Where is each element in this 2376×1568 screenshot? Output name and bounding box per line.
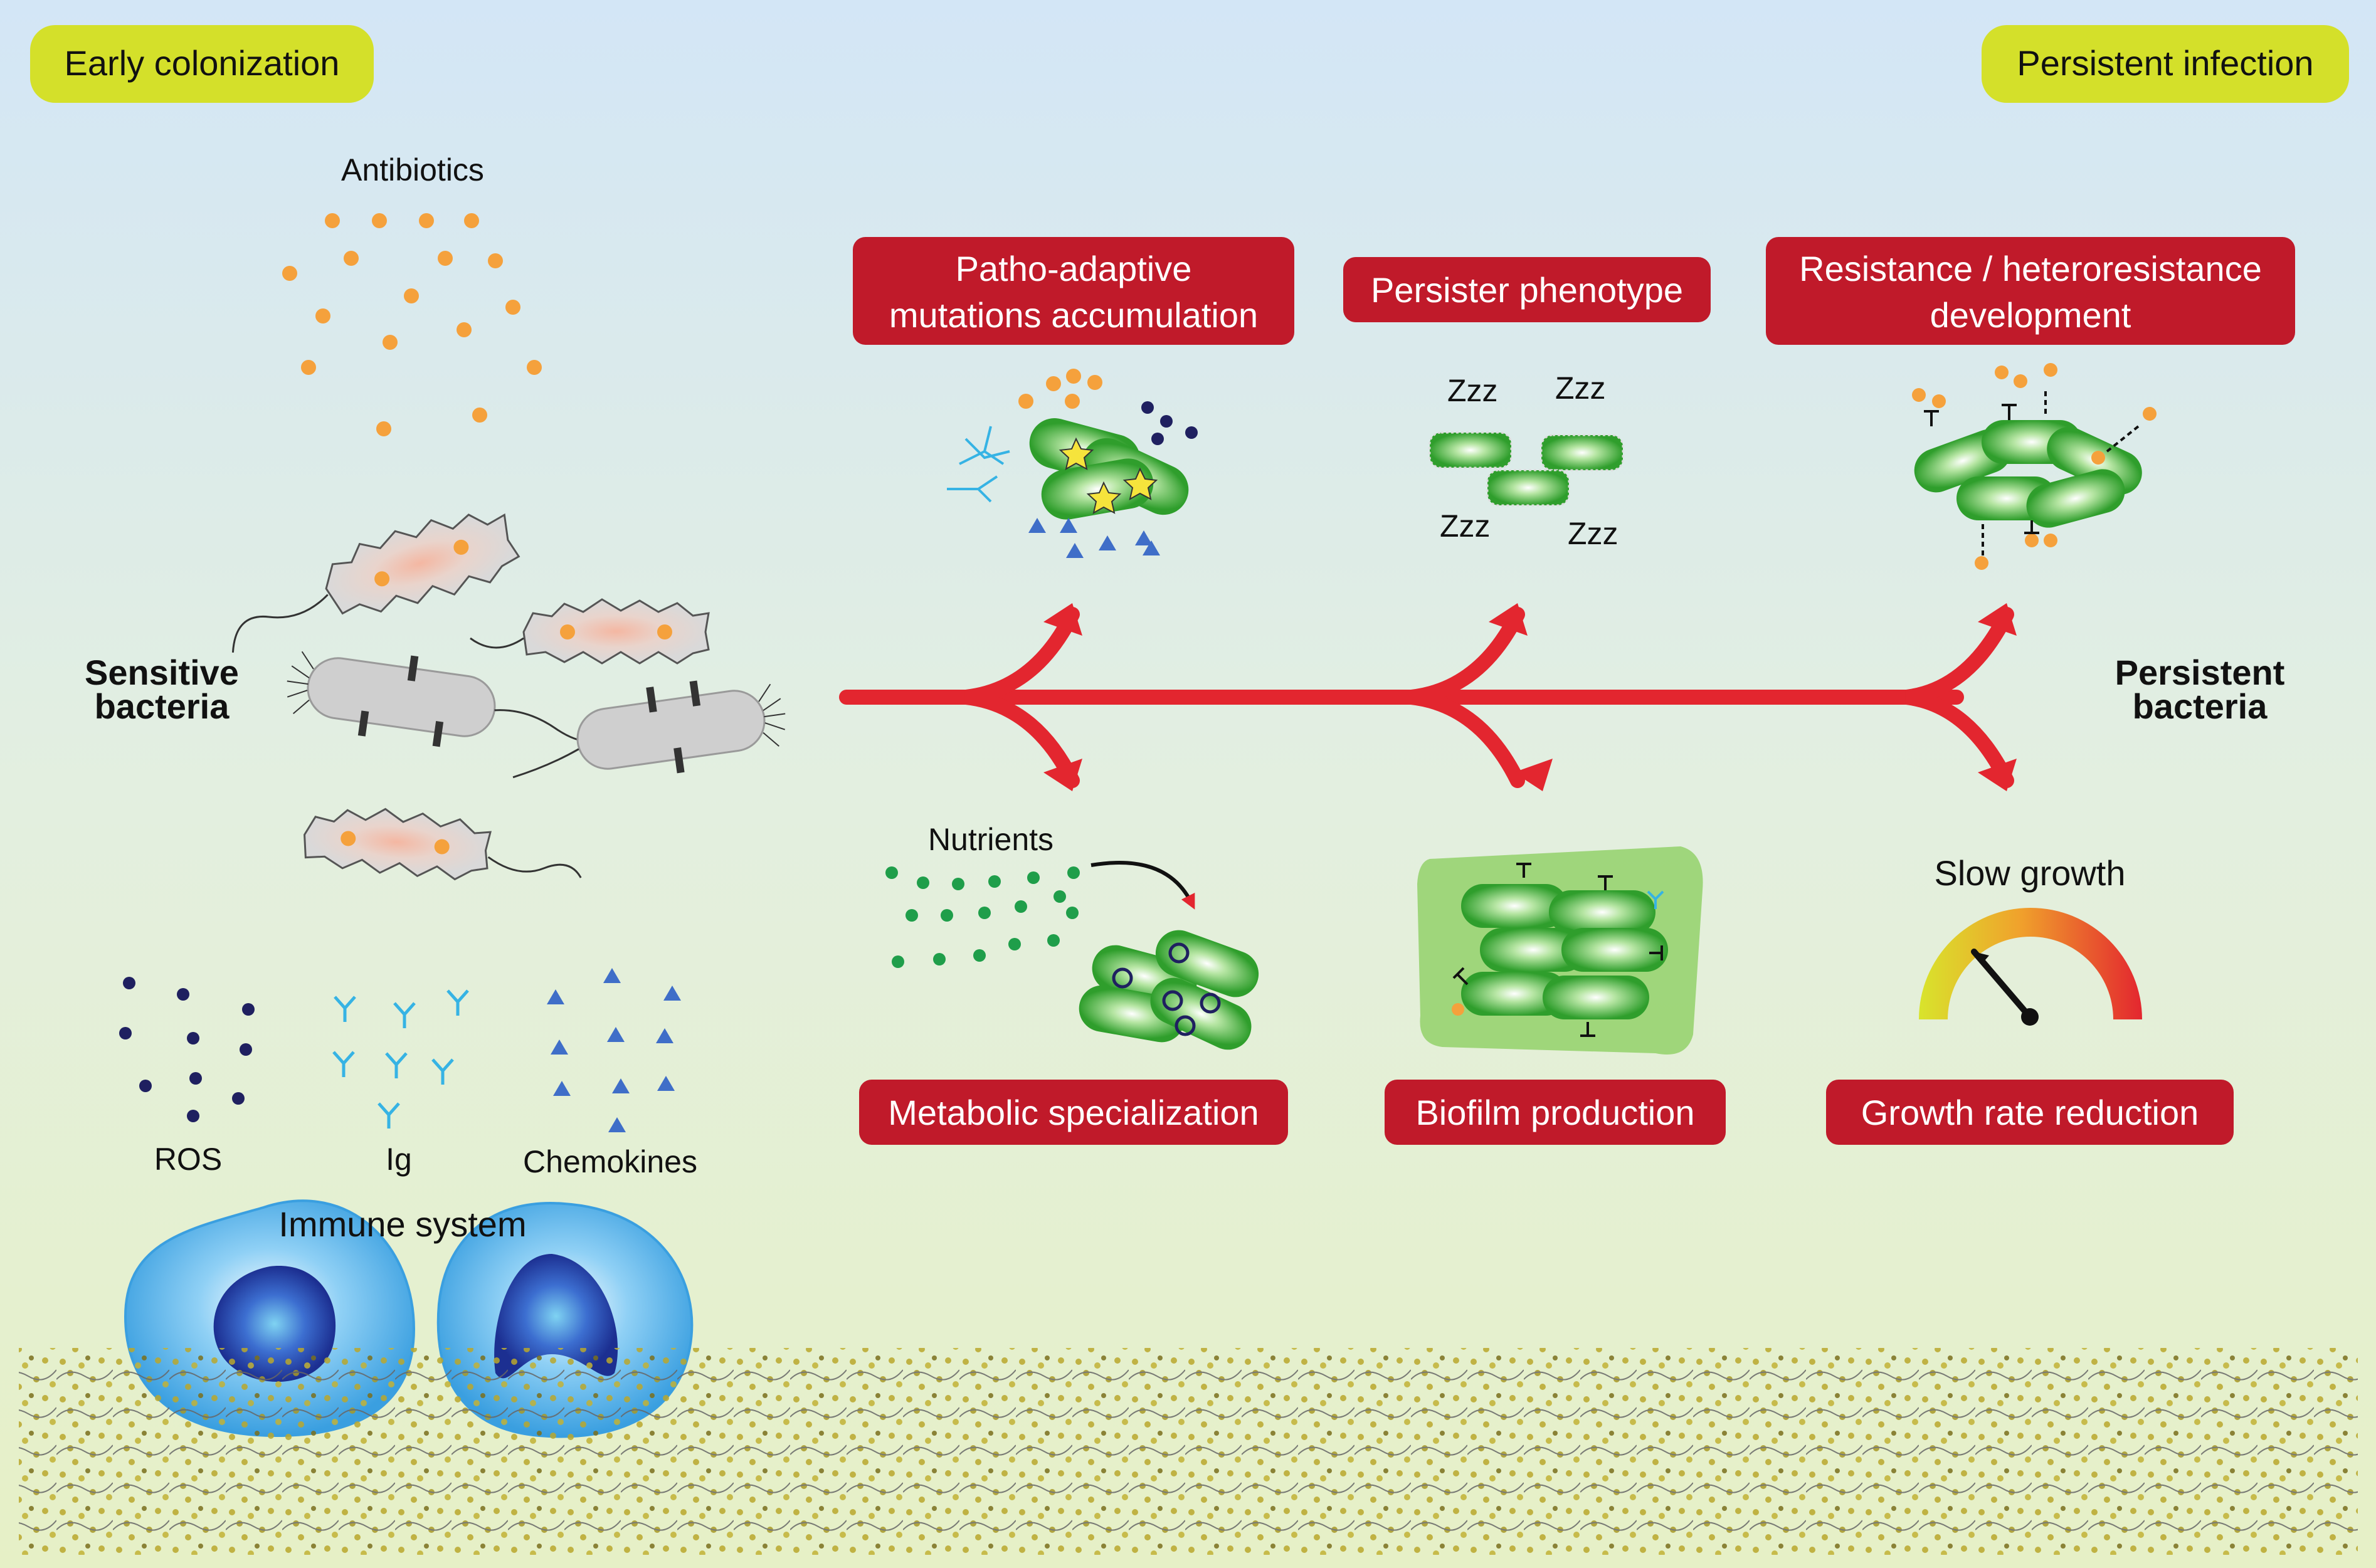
zzz-label-3: Zzz	[1440, 508, 1491, 544]
persister-illustration: Zzz Zzz Zzz Zzz	[1428, 371, 1624, 551]
rod-bacterium	[512, 680, 786, 779]
mechanism-resistance-line2: development	[1930, 295, 2131, 335]
biofilm-illustration	[1417, 846, 1703, 1055]
ros-label: ROS	[154, 1142, 222, 1177]
arrow-heads	[1043, 603, 2017, 791]
progression-arrow	[839, 607, 2014, 788]
spiky-bacterium	[470, 598, 710, 665]
mechanism-resistance-line1: Resistance / heteroresistance	[1799, 249, 2262, 288]
resistance-illustration	[1912, 363, 2157, 570]
antibiotics-label: Antibiotics	[341, 152, 484, 187]
mechanism-biofilm: Biofilm production	[1385, 1080, 1726, 1145]
mechanism-persister-line1: Persister phenotype	[1371, 270, 1683, 310]
zzz-label-2: Zzz	[1555, 371, 1606, 406]
metabolic-illustration	[885, 861, 1259, 1050]
mechanism-metabolic: Metabolic specialization	[859, 1080, 1288, 1145]
slow-growth-label: Slow growth	[1934, 853, 2125, 893]
persistent-bacteria-label-1: Persistent	[2115, 653, 2285, 692]
nutrients-label: Nutrients	[928, 822, 1053, 857]
rod-bacterium	[287, 651, 605, 747]
sensitive-bacteria-cluster	[231, 513, 786, 881]
zzz-label-1: Zzz	[1447, 373, 1498, 408]
spiky-bacterium	[304, 808, 582, 881]
extracellular-matrix	[19, 1348, 2358, 1555]
mechanism-resistance: Resistance / heteroresistance developmen…	[1766, 237, 2295, 345]
spiky-bacterium	[231, 513, 520, 653]
stage-persistent-label: Persistent infection	[2017, 43, 2313, 83]
stage-badge-early: Early colonization	[30, 25, 374, 103]
chemokine-triangles	[547, 968, 681, 1132]
mechanism-patho-adaptive-line2: mutations accumulation	[889, 295, 1258, 335]
patho-adaptive-illustration	[947, 369, 1198, 558]
ros-dots	[119, 977, 255, 1122]
mechanism-biofilm-line1: Biofilm production	[1415, 1093, 1694, 1132]
ig-antibodies	[332, 989, 469, 1129]
stage-early-label: Early colonization	[65, 43, 340, 83]
sensitive-bacteria-label-1: Sensitive	[85, 653, 239, 692]
mechanism-metabolic-line1: Metabolic specialization	[888, 1093, 1259, 1132]
mechanism-growth-rate-line1: Growth rate reduction	[1861, 1093, 2199, 1132]
slow-growth-gauge	[1919, 908, 2142, 1026]
antibiotic-molecules	[282, 213, 542, 436]
ig-label: Ig	[386, 1142, 412, 1177]
mechanism-patho-adaptive: Patho-adaptive mutations accumulation	[853, 237, 1294, 345]
sensitive-bacteria-label-2: bacteria	[95, 687, 230, 726]
zzz-label-4: Zzz	[1568, 516, 1618, 551]
mechanism-patho-adaptive-line1: Patho-adaptive	[956, 249, 1192, 288]
mechanism-growth-rate: Growth rate reduction	[1826, 1080, 2234, 1145]
mechanism-persister: Persister phenotype	[1343, 257, 1711, 322]
stage-badge-persistent: Persistent infection	[1982, 25, 2349, 103]
chemokines-label: Chemokines	[523, 1144, 697, 1179]
immune-system-label: Immune system	[278, 1204, 526, 1244]
persistent-bacteria-label-2: bacteria	[2133, 687, 2268, 726]
